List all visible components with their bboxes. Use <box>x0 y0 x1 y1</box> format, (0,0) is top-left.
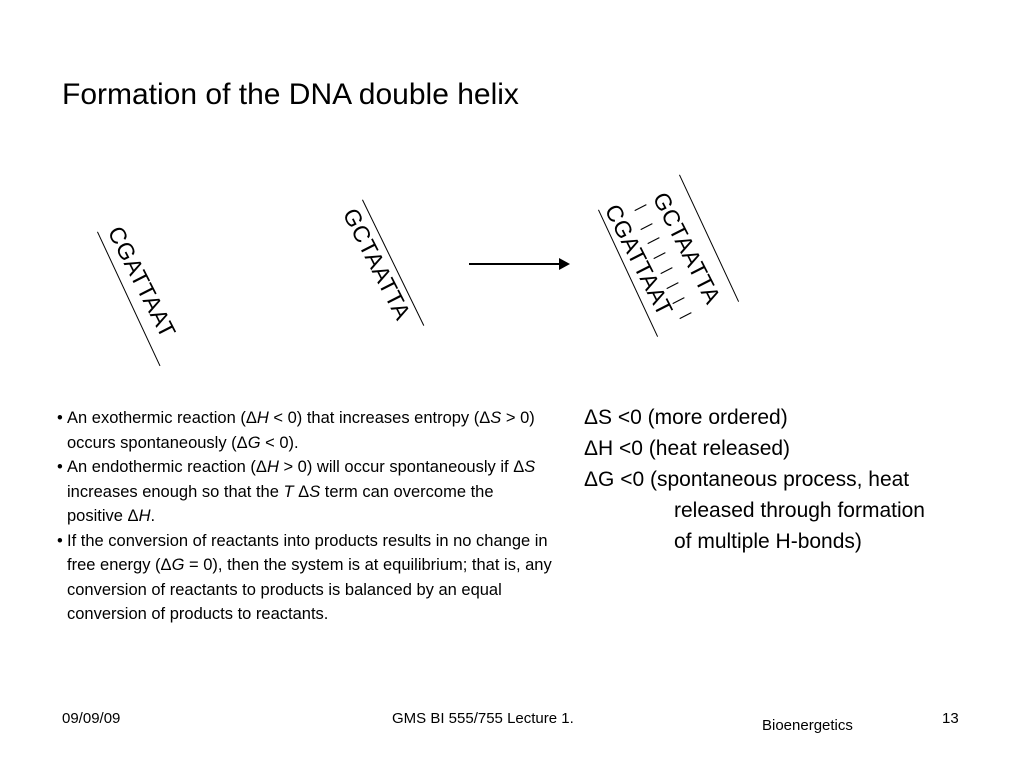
hbond-mark: | <box>646 234 663 246</box>
bullet-endothermic: •An endothermic reaction (ΔH > 0) will o… <box>57 458 536 525</box>
hbond-mark: | <box>665 279 682 291</box>
slide-title: Formation of the DNA double helix <box>62 78 519 111</box>
hbond-mark: | <box>633 201 650 213</box>
delta-g-continuation: released through formation <box>674 499 925 522</box>
reaction-arrow <box>469 263 561 265</box>
delta-summary: ΔS <0 (more ordered) ΔH <0 (heat release… <box>584 402 1004 557</box>
hbond-mark: | <box>671 294 688 306</box>
hbond-mark: | <box>639 220 656 232</box>
delta-h-line: ΔH <0 (heat released) <box>584 437 791 460</box>
bullet-equilibrium: •If the conversion of reactants into pro… <box>57 531 552 624</box>
hbond-mark: | <box>652 249 669 261</box>
footer-course: GMS BI 555/755 Lecture 1. <box>392 710 574 727</box>
delta-s-line: ΔS <0 (more ordered) <box>584 406 788 429</box>
footer-page-number: 13 <box>942 710 959 727</box>
footer-date: 09/09/09 <box>62 710 121 727</box>
thermodynamics-bullets: •An exothermic reaction (ΔH < 0) that in… <box>53 406 553 627</box>
bullet-exothermic: •An exothermic reaction (ΔH < 0) that in… <box>57 409 535 452</box>
footer-topic: Bioenergetics <box>762 717 853 734</box>
delta-g-continuation: of multiple H-bonds) <box>674 530 862 553</box>
hbond-mark: | <box>659 264 676 276</box>
hbond-mark: | <box>678 309 695 321</box>
arrow-head-icon <box>559 258 570 270</box>
delta-g-line: ΔG <0 (spontaneous process, heat <box>584 468 910 491</box>
dna-strand-middle: GCTAATTA <box>337 204 417 325</box>
